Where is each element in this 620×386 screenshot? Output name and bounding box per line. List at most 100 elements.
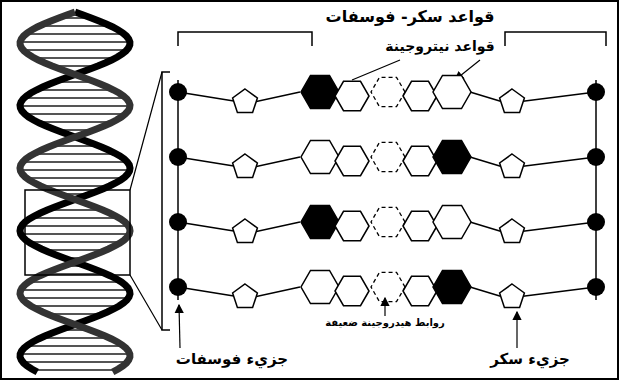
sugar-pentagon <box>500 89 525 113</box>
base-hexagon <box>301 206 339 239</box>
helix-rung <box>21 289 130 291</box>
bond <box>517 157 596 167</box>
sugar-pentagon <box>500 284 525 308</box>
left-backbone-bracket <box>178 32 312 46</box>
bond <box>517 287 596 297</box>
bases-label: قواعد نيتروجينة <box>382 38 497 55</box>
helix-strand <box>20 12 130 372</box>
zoom-lines <box>130 72 162 330</box>
dna-ladder <box>169 76 605 308</box>
bond <box>470 157 503 167</box>
base-hexagon <box>335 276 369 305</box>
helix-rung <box>23 161 128 163</box>
helix-rung <box>20 41 130 43</box>
bond <box>517 92 596 102</box>
helix-rung <box>36 89 113 91</box>
bond <box>254 92 300 102</box>
base-hexagon <box>433 141 471 174</box>
hydrogen-bond <box>371 272 405 301</box>
bond <box>254 287 300 297</box>
base-hexagon <box>335 146 369 175</box>
helix-rung <box>21 233 130 235</box>
backbone-label: قواعد سكر- فوسفات <box>323 7 498 26</box>
helix-rung <box>20 353 130 355</box>
phosphate-circle <box>587 278 605 296</box>
sugar-pentagon <box>233 219 258 243</box>
phosphate-circle <box>169 278 187 296</box>
helix-rung <box>34 369 117 371</box>
helix-rung <box>20 105 130 107</box>
base-hexagon <box>301 141 339 174</box>
base-hexagon <box>301 76 339 109</box>
base-hexagon <box>403 146 437 175</box>
bond <box>470 92 503 102</box>
hydrogen-bond <box>371 77 405 106</box>
helix-rung <box>23 49 127 51</box>
phosphate-circle <box>169 213 187 231</box>
sugar-pointer <box>516 312 517 348</box>
zoom-bracket <box>162 72 170 330</box>
helix-rung <box>26 345 123 347</box>
helix-rung <box>23 361 128 363</box>
base-hexagon <box>433 206 471 239</box>
helix-rung <box>29 241 122 243</box>
double-helix <box>20 12 130 372</box>
helix-rung <box>39 25 110 27</box>
right-backbone-bracket <box>505 32 606 46</box>
sugar-pentagon <box>233 89 258 113</box>
hydrogen-bond <box>371 142 405 171</box>
phosphate-label: جزيء فوسفات <box>173 350 291 368</box>
helix-rung <box>29 281 122 283</box>
bond-pointer <box>384 298 385 316</box>
helix-rung <box>25 113 126 115</box>
sugar-pentagon <box>233 154 258 178</box>
helix-rung <box>26 177 123 179</box>
helix-rung <box>26 33 124 35</box>
zoom-box <box>25 190 130 275</box>
phosphate-circle <box>169 83 187 101</box>
sugar-pentagon <box>500 154 525 178</box>
phosphate-circle <box>169 148 187 166</box>
sugar-pentagon <box>500 219 525 243</box>
sugar-label: جزيء سكر <box>487 350 573 368</box>
base-hexagon <box>403 276 437 305</box>
sugar-pentagon <box>233 284 258 308</box>
base-hexagon <box>301 271 339 304</box>
phosphate-pointer <box>179 305 180 348</box>
bond <box>254 222 300 232</box>
helix-rung <box>22 225 129 227</box>
base-hexagon <box>335 81 369 110</box>
phosphate-circle <box>587 83 605 101</box>
helix-rung <box>31 217 119 219</box>
helix-rung <box>24 97 126 99</box>
bond <box>254 157 300 167</box>
bond <box>517 222 596 232</box>
base-hexagon <box>433 271 471 304</box>
phosphate-circle <box>587 148 605 166</box>
helix-rung <box>31 305 119 307</box>
backbone <box>177 80 179 300</box>
helix-rung <box>20 169 130 171</box>
bond <box>470 287 503 297</box>
phosphate-circle <box>587 213 605 231</box>
bond <box>470 222 503 232</box>
helix-rung <box>34 153 117 155</box>
bond <box>178 287 240 297</box>
bond <box>178 157 240 167</box>
base-hexagon <box>403 81 437 110</box>
hydrogen-bond <box>371 207 405 236</box>
frame <box>1 1 618 379</box>
helix-rung <box>34 57 115 59</box>
base-hexagon <box>403 211 437 240</box>
bond <box>178 222 240 232</box>
bond-label: روابط هيدروجينة ضعيفة <box>322 317 448 329</box>
helix-strand <box>20 12 130 372</box>
bond <box>178 92 240 102</box>
backbone <box>595 80 597 300</box>
base-hexagon <box>433 76 471 109</box>
helix-rung <box>37 121 112 123</box>
helix-rung <box>22 297 129 299</box>
base-hexagon <box>335 211 369 240</box>
